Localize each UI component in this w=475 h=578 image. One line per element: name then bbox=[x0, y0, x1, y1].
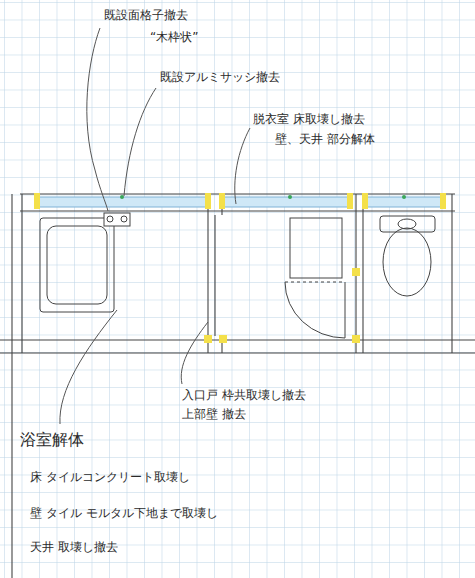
annotation-text: 脱衣室 床取壊し撤去 bbox=[253, 112, 365, 126]
annotation-text: 上部壁 撤去 bbox=[182, 407, 246, 421]
annotation-text: 壁、天井 部分解体 bbox=[275, 132, 375, 146]
windows bbox=[34, 193, 446, 343]
fixtures bbox=[40, 213, 435, 338]
walls bbox=[0, 194, 475, 578]
annotation-text: 浴室解体 bbox=[20, 430, 84, 449]
annotation-text: 壁 タイル モルタル下地まで取壊し bbox=[30, 506, 218, 520]
annotation-text: 既設アルミサッシ撤去 bbox=[160, 70, 280, 84]
annotation-text: “木枠状” bbox=[150, 30, 198, 44]
annotation-text: 床 タイルコンクリート取壊し bbox=[30, 470, 190, 484]
annotation-text: 既設面格子撤去 bbox=[104, 8, 188, 22]
annotation-text: 入口戸 枠共取壊し撤去 bbox=[182, 388, 306, 402]
leader-lines bbox=[60, 28, 250, 424]
annotation-text: 天井 取壊し撤去 bbox=[30, 540, 118, 554]
